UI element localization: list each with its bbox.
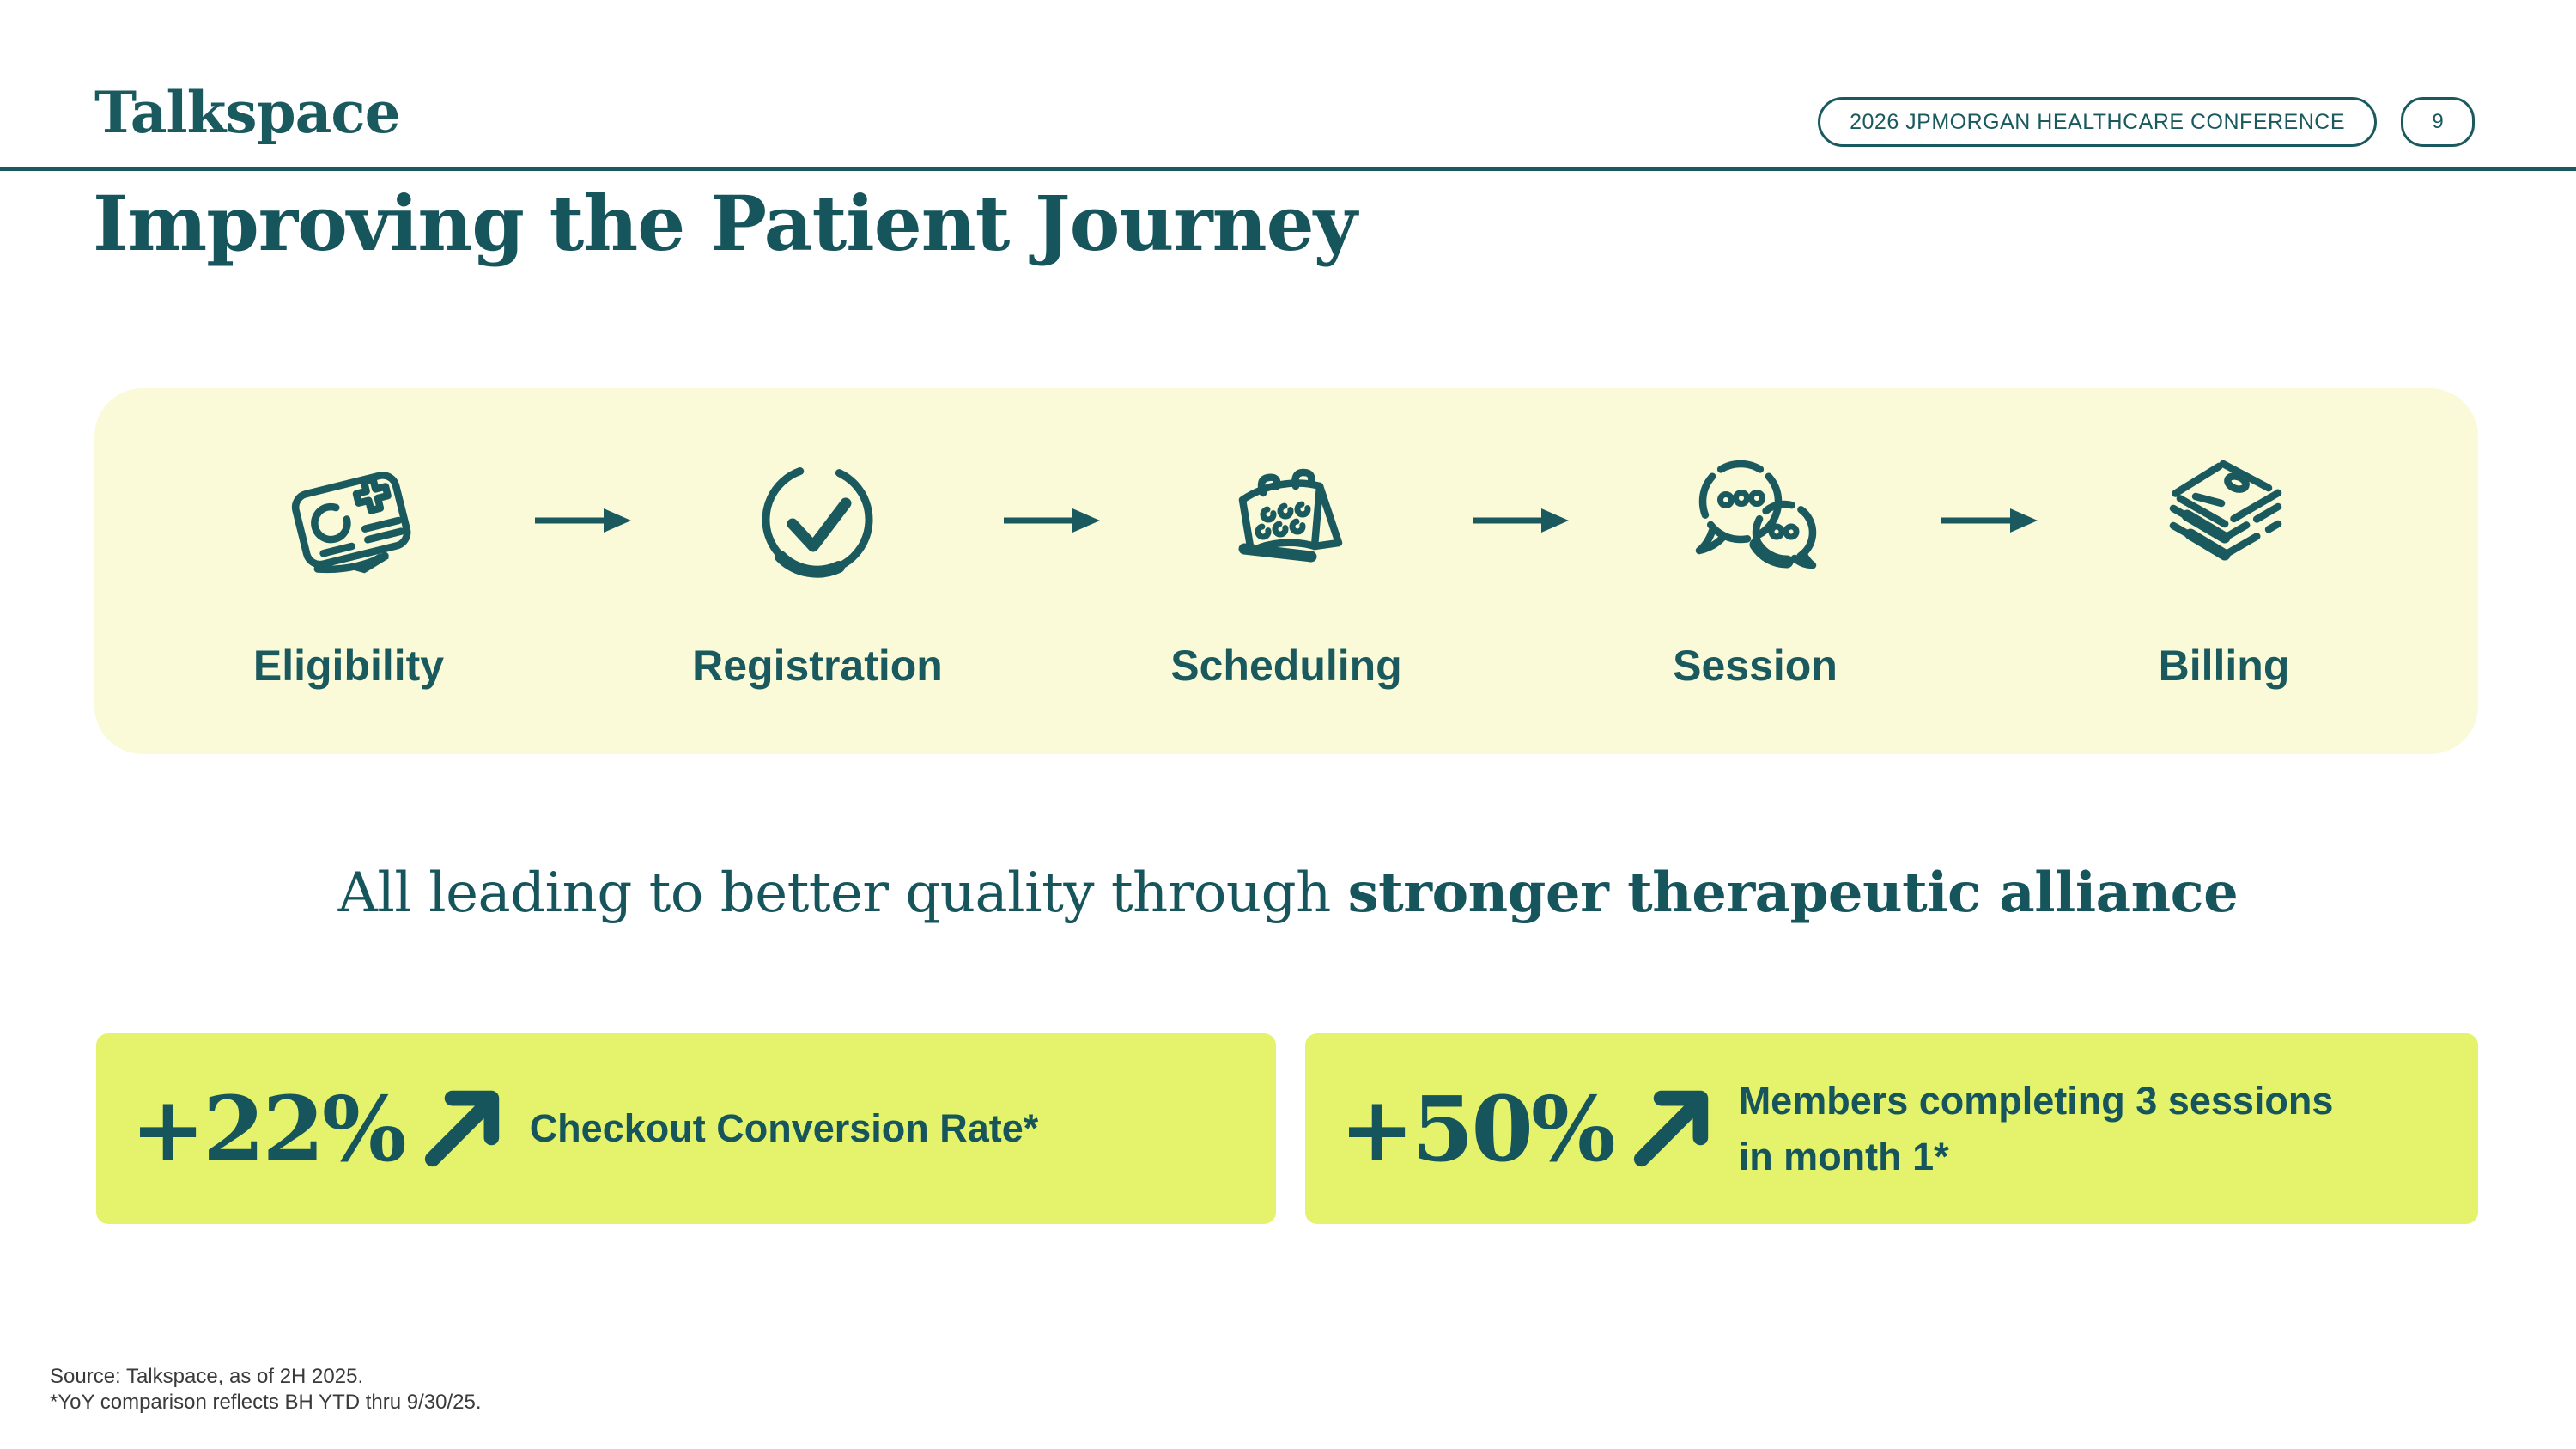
flow-arrow-icon xyxy=(520,503,646,538)
stat-checkout-conversion: +22% Checkout Conversion Rate* xyxy=(96,1033,1276,1224)
stat-label-line: in month 1* xyxy=(1738,1135,1949,1178)
stat-label-line: Checkout Conversion Rate* xyxy=(529,1106,1039,1151)
stat-value: +22% xyxy=(131,1075,407,1182)
tagline-bold: stronger therapeutic alliance xyxy=(1347,861,2239,925)
flow-arrow-icon xyxy=(989,503,1115,538)
stat-label: Checkout Conversion Rate* xyxy=(530,1100,1039,1156)
up-right-arrow-icon xyxy=(1625,1084,1715,1173)
chat-bubbles-icon xyxy=(1682,447,1828,593)
journey-step-label: Session xyxy=(1673,642,1838,690)
tagline: All leading to better quality through st… xyxy=(0,861,2576,925)
header-divider xyxy=(0,167,2576,171)
stat-label-line: Members completing 3 sessions xyxy=(1738,1078,2334,1123)
page-number-badge: 9 xyxy=(2401,97,2475,147)
journey-step-label: Scheduling xyxy=(1170,642,1402,690)
footnotes: Source: Talkspace, as of 2H 2025. *YoY c… xyxy=(50,1364,482,1416)
journey-step-label: Registration xyxy=(692,642,943,690)
check-circle-icon xyxy=(744,447,890,593)
up-right-arrow-icon xyxy=(416,1084,506,1173)
stat-value: +50% xyxy=(1340,1075,1616,1182)
insurance-card-icon xyxy=(276,447,422,593)
journey-step-billing: Billing xyxy=(2052,447,2396,691)
conference-badge-label: 2026 JPMORGAN HEALTHCARE CONFERENCE xyxy=(1850,109,2345,134)
flow-arrow-icon xyxy=(1927,503,2052,538)
journey-step-session: Session xyxy=(1583,447,1927,691)
page-number: 9 xyxy=(2432,110,2444,133)
conference-badge: 2026 JPMORGAN HEALTHCARE CONFERENCE xyxy=(1818,97,2377,147)
stat-sessions-month1: +50% Members completing 3 sessions in mo… xyxy=(1305,1033,2478,1224)
footnote-source: Source: Talkspace, as of 2H 2025. xyxy=(50,1365,364,1388)
patient-journey-band: Eligibility Registration xyxy=(94,388,2478,754)
journey-step-registration: Registration xyxy=(646,447,989,691)
stat-label: Members completing 3 sessions in month 1… xyxy=(1739,1073,2334,1185)
journey-step-label: Billing xyxy=(2158,642,2290,690)
flow-arrow-icon xyxy=(1458,503,1583,538)
talkspace-logo: Talkspace xyxy=(94,79,401,146)
billing-documents-icon xyxy=(2151,447,2297,593)
page-title: Improving the Patient Journey xyxy=(93,179,1358,268)
footnote-yoy: *YoY comparison reflects BH YTD thru 9/3… xyxy=(50,1391,482,1414)
journey-step-scheduling: Scheduling xyxy=(1115,447,1458,691)
journey-step-eligibility: Eligibility xyxy=(177,447,520,691)
journey-step-label: Eligibility xyxy=(252,642,445,690)
tagline-regular: All leading to better quality through xyxy=(337,861,1348,925)
calendar-icon xyxy=(1213,447,1359,593)
